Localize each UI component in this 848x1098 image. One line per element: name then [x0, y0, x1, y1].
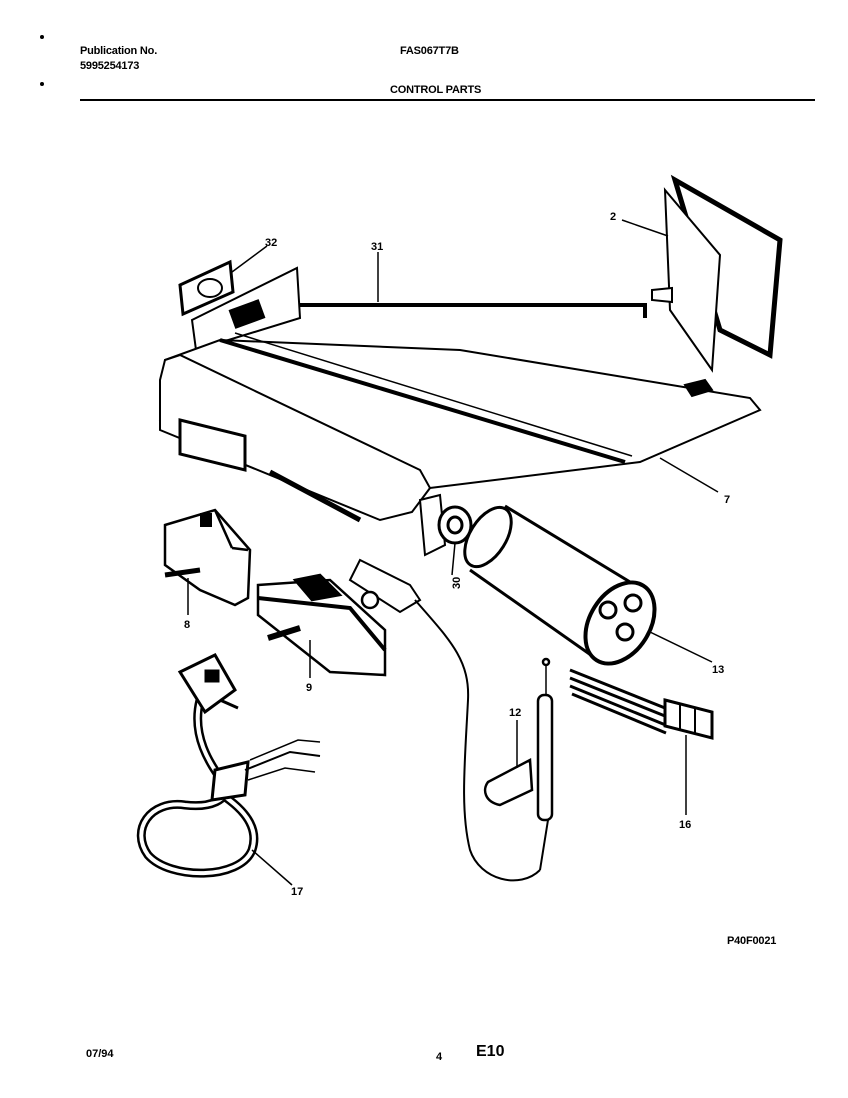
part-16-harness: [569, 668, 714, 740]
scan-speck: [40, 35, 44, 39]
part-12-sensor: [483, 657, 554, 822]
footer-date: 07/94: [86, 1048, 114, 1060]
footer-page-number: 4: [436, 1051, 443, 1063]
callout-labels: 2 31 32 7 30 13 8 9 12 16 17: [184, 211, 730, 898]
callout-31: 31: [371, 241, 383, 253]
model-number: FAS067T7B: [400, 45, 459, 57]
callout-7: 7: [724, 494, 730, 506]
leader-lines: [187, 219, 719, 886]
header-rule: [80, 99, 815, 101]
part-30-grommet: [437, 505, 473, 545]
callout-30: 30: [451, 577, 463, 589]
callout-12: 12: [509, 707, 521, 719]
scan-speck: [40, 82, 44, 86]
part-9-switch: [256, 573, 387, 677]
part-7-housing: [158, 332, 762, 614]
callout-9: 9: [306, 682, 312, 694]
part-17-power-cord: [136, 653, 321, 878]
part-13-capacitor: [463, 504, 657, 666]
callout-16: 16: [679, 819, 691, 831]
callout-17: 17: [291, 886, 303, 898]
publication-number: 5995254173: [80, 60, 140, 72]
callout-13: 13: [712, 664, 724, 676]
callout-2: 2: [610, 211, 616, 223]
part-31-wire: [276, 303, 647, 318]
figure-code: P40F0021: [727, 935, 777, 947]
part-32-bracket: [178, 259, 302, 352]
part-8-thermostat: [163, 508, 252, 607]
publication-label: Publication No.: [80, 45, 158, 57]
footer-page-code: E10: [476, 1043, 505, 1060]
callout-8: 8: [184, 619, 190, 631]
part-2-panel: [651, 174, 783, 373]
capillary-tube: [414, 599, 549, 882]
callout-32: 32: [265, 237, 277, 249]
section-title: CONTROL PARTS: [390, 84, 482, 96]
